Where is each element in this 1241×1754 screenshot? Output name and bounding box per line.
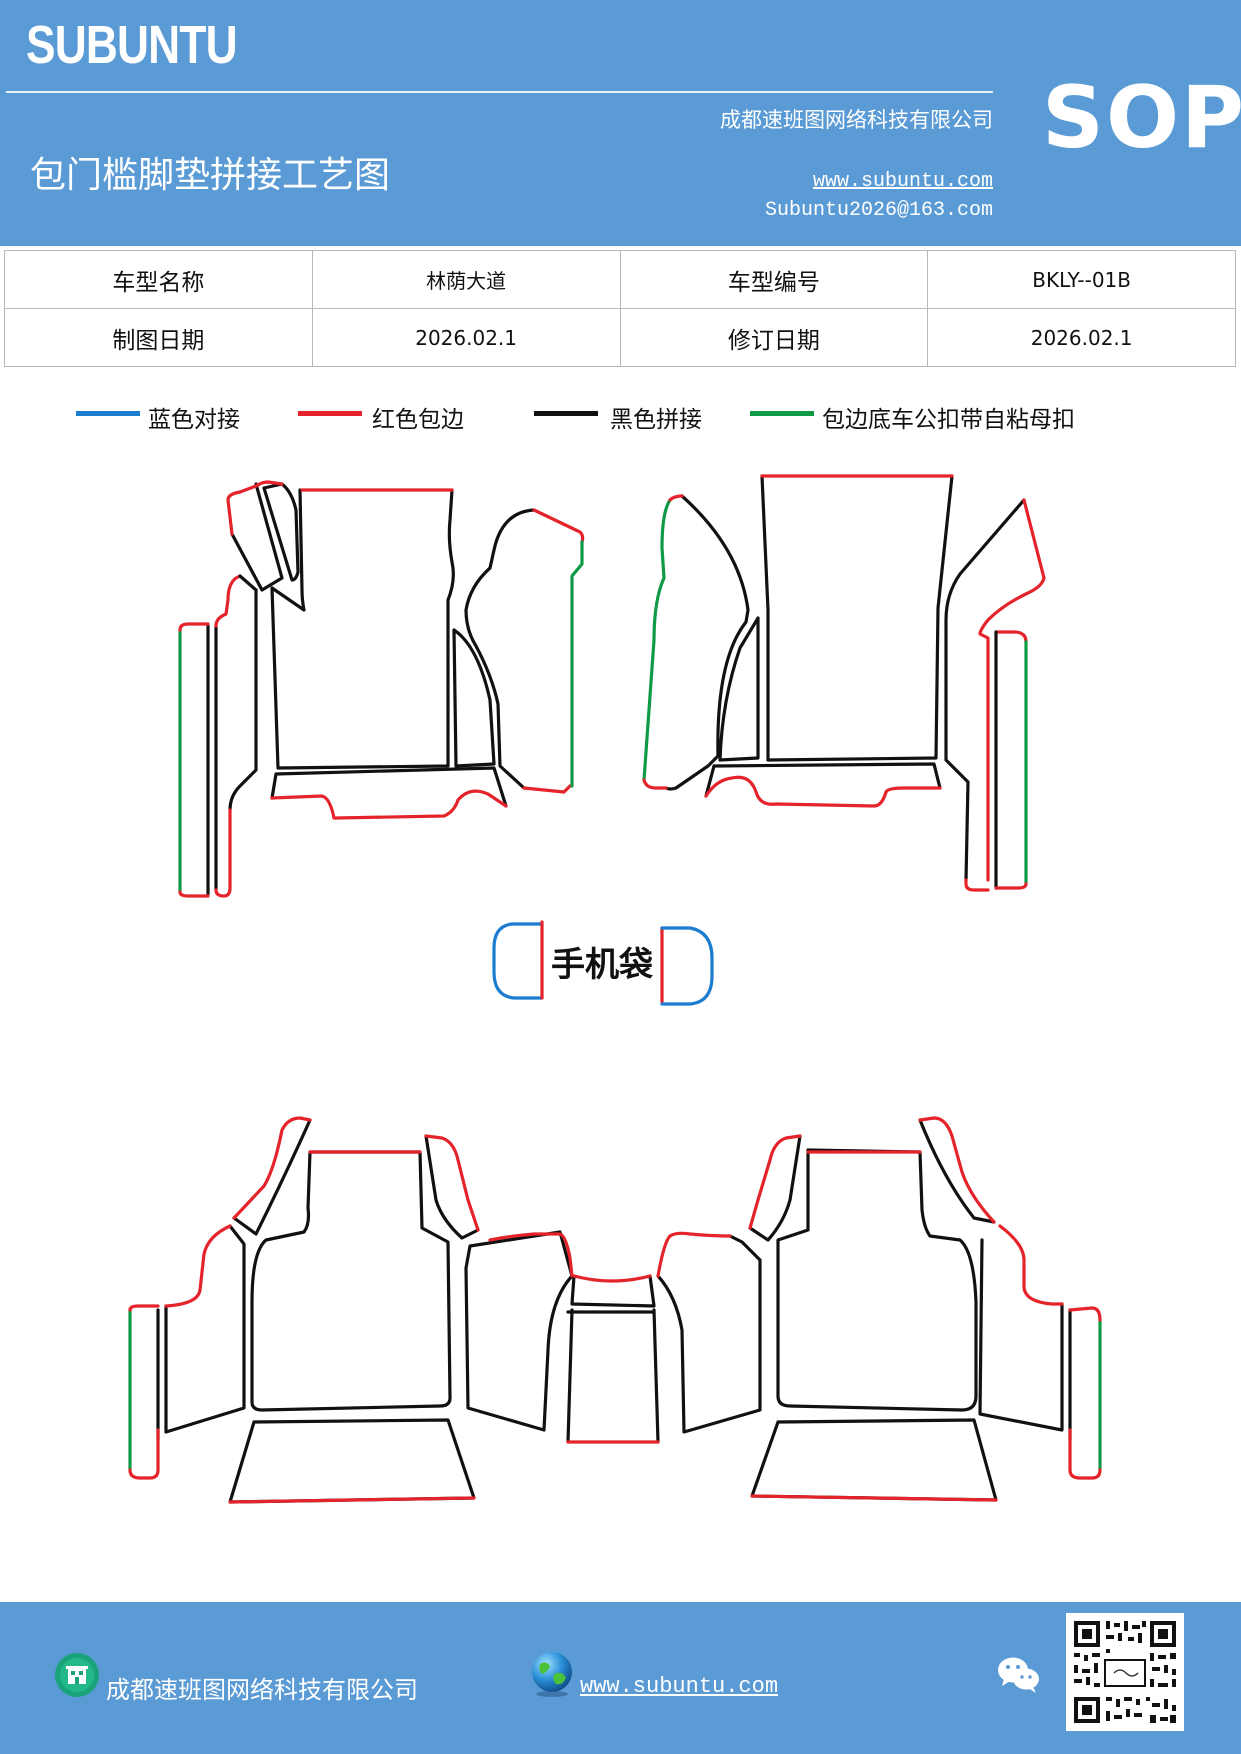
table-row: 车型名称 林荫大道 车型编号 BKLY--01B bbox=[4, 250, 1236, 309]
company-name: 成都速班图网络科技有限公司 bbox=[720, 108, 993, 132]
phone-pocket-left-blue bbox=[492, 922, 544, 1000]
sop-badge: SOP bbox=[1042, 68, 1241, 168]
side-column-left bbox=[214, 588, 258, 892]
rear-right-wing-red bbox=[998, 1224, 1064, 1306]
rear-left-heel-strip-red bbox=[228, 1496, 476, 1504]
rear-left-door-panel-red bbox=[488, 1232, 574, 1278]
phone-pocket-right-blue bbox=[660, 926, 714, 1006]
passenger-right-curve bbox=[944, 498, 1026, 882]
foot-rest-front-left bbox=[230, 482, 284, 592]
side-column-left-red bbox=[214, 574, 242, 898]
blue-swatch bbox=[76, 411, 140, 416]
center-hump-top-red bbox=[572, 1274, 652, 1283]
revision-date-value: 2026.02.1 bbox=[927, 308, 1236, 367]
rear-left-heel-strip bbox=[228, 1418, 476, 1504]
door-curve-piece bbox=[452, 628, 496, 768]
door-curve-outer-red bbox=[522, 508, 585, 794]
front-left-mat-group bbox=[178, 480, 585, 898]
draw-date-value: 2026.02.1 bbox=[311, 308, 621, 367]
page-title: 包门槛脚垫拼接工艺图 bbox=[30, 155, 391, 196]
rear-left-wing bbox=[164, 1224, 246, 1434]
rear-left-inner-tab-red bbox=[424, 1134, 480, 1232]
rear-right-inner-tab bbox=[748, 1134, 802, 1242]
building-icon bbox=[55, 1653, 99, 1697]
center-right-door-panel bbox=[656, 1234, 762, 1434]
header-divider bbox=[6, 91, 993, 93]
model-code-label: 车型编号 bbox=[619, 250, 929, 309]
door-curve-outer bbox=[464, 508, 536, 790]
phone-pocket-group: 手机袋 bbox=[492, 920, 714, 1006]
rear-left-sill-strip-red bbox=[128, 1304, 160, 1480]
rear-right-heel-strip bbox=[750, 1418, 998, 1502]
legend-blue-label: 蓝色对接 bbox=[148, 407, 240, 433]
rear-left-wing-red bbox=[164, 1224, 232, 1308]
footer-banner: 成都速班图网络科技有限公司 www.subuntu.com bbox=[0, 1602, 1241, 1754]
globe-icon bbox=[532, 1652, 572, 1697]
foot-rest-strip-red bbox=[254, 480, 284, 488]
website-link[interactable]: www.subuntu.com bbox=[812, 170, 993, 193]
foot-rest-strip bbox=[262, 482, 300, 582]
passenger-sill-strip-red bbox=[994, 882, 1028, 890]
rear-center-group bbox=[566, 1231, 762, 1444]
black-swatch bbox=[534, 411, 598, 416]
center-hump-top bbox=[570, 1274, 656, 1308]
email-address: Subuntu2026@163.com bbox=[764, 199, 993, 222]
rear-left-main-mat bbox=[250, 1150, 452, 1412]
model-name-value: 林荫大道 bbox=[311, 250, 621, 309]
brand-logo: SUBUNTU bbox=[26, 15, 238, 75]
revision-date-label: 修订日期 bbox=[619, 308, 929, 367]
draw-date-label: 制图日期 bbox=[4, 308, 313, 367]
legend-green-label: 包边底车公扣带自粘母扣 bbox=[822, 407, 1075, 433]
rear-right-upper-tab bbox=[918, 1118, 996, 1224]
front-right-side-panel-red bbox=[642, 494, 684, 790]
rear-right-mat-group bbox=[748, 1116, 1102, 1502]
passenger-right-curve-red bbox=[964, 498, 1046, 892]
rear-right-heel-strip-red bbox=[750, 1494, 998, 1502]
heel-strip-front-right bbox=[704, 762, 942, 798]
table-row: 制图日期 2026.02.1 修订日期 2026.02.1 bbox=[4, 308, 1236, 367]
side-column-left-top bbox=[238, 574, 258, 592]
front-right-mat-group bbox=[642, 474, 1046, 892]
rear-left-mat-group bbox=[128, 1116, 574, 1504]
info-table: 车型名称 林荫大道 车型编号 BKLY--01B 制图日期 2026.02.1 … bbox=[4, 250, 1236, 367]
door-curve-outer-green bbox=[570, 540, 584, 788]
rear-right-sill-strip-red bbox=[1068, 1306, 1102, 1480]
rear-left-upper-tab-red bbox=[232, 1116, 312, 1220]
front-right-side-panel-green bbox=[642, 498, 672, 782]
phone-pocket-label: 手机袋 bbox=[551, 945, 653, 985]
rear-right-upper-tab-red bbox=[918, 1116, 996, 1224]
rear-right-main-mat bbox=[776, 1148, 978, 1412]
wechat-icon bbox=[998, 1657, 1039, 1693]
footer-website-link[interactable]: www.subuntu.com bbox=[580, 1674, 779, 1699]
center-right-door-panel-red bbox=[656, 1231, 732, 1278]
rear-left-upper-tab bbox=[232, 1118, 312, 1236]
header-banner: SUBUNTU 成都速班图网络科技有限公司 包门槛脚垫拼接工艺图 www.sub… bbox=[0, 0, 1241, 246]
green-swatch bbox=[750, 411, 814, 416]
rear-left-door-panel bbox=[464, 1230, 574, 1432]
mat-splicing-diagram: 手机袋 bbox=[128, 474, 1102, 1504]
passenger-main-mat bbox=[760, 474, 954, 762]
heel-strip-front-left-red bbox=[270, 789, 508, 820]
front-right-side-panel bbox=[664, 494, 750, 791]
center-hump-body bbox=[566, 1308, 660, 1444]
model-name-label: 车型名称 bbox=[4, 250, 313, 309]
front-right-door-strip bbox=[718, 616, 760, 762]
model-code-value: BKLY--01B bbox=[927, 250, 1236, 309]
heel-strip-front-left bbox=[270, 766, 508, 808]
rear-right-wing bbox=[978, 1238, 1064, 1432]
sill-strip-left-red bbox=[178, 622, 210, 898]
legend-red-label: 红色包边 bbox=[372, 407, 464, 433]
footer-company-name: 成都速班图网络科技有限公司 bbox=[106, 1676, 418, 1704]
rear-right-inner-tab-red bbox=[748, 1134, 802, 1230]
legend-black-label: 黑色拼接 bbox=[610, 407, 702, 433]
heel-strip-front-right-red bbox=[704, 775, 942, 808]
driver-main-mat bbox=[270, 488, 455, 770]
qr-code bbox=[1066, 1613, 1184, 1731]
rear-left-inner-tab bbox=[424, 1134, 480, 1240]
foot-rest-front-left-red bbox=[226, 484, 258, 536]
red-swatch bbox=[298, 411, 362, 416]
